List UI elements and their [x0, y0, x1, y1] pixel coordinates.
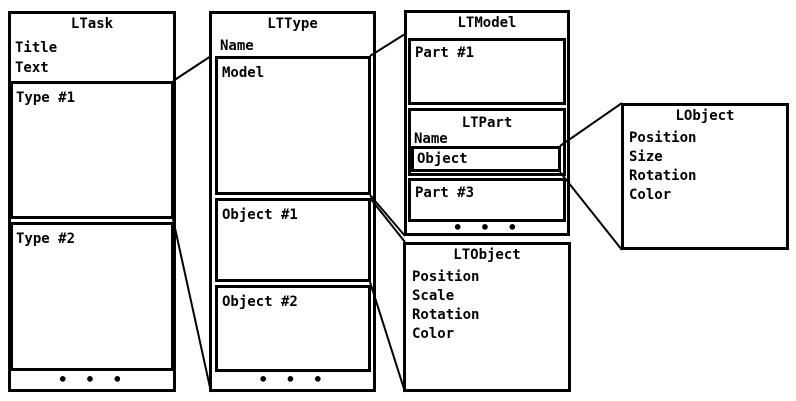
lttype-slot-object-2: Object #2 — [215, 285, 371, 372]
ltobject-title: LTObject — [453, 247, 521, 263]
lttype-more-dots: • • • — [258, 370, 327, 389]
slot-label: Object #1 — [222, 207, 298, 223]
slot-label: Object — [417, 151, 468, 167]
ltask-field-title: Title — [15, 40, 58, 56]
lttype-slot-model: Model — [215, 56, 371, 195]
ltobject-field-scale: Scale — [412, 288, 455, 304]
ltask-more-dots: • • • — [57, 370, 127, 389]
connector-type1-bottom — [172, 218, 212, 393]
ltmodel-slot-part-1: Part #1 — [408, 38, 566, 105]
lobject-field-color: Color — [629, 187, 672, 203]
lobject-field-size: Size — [629, 149, 663, 165]
connector-type1-top — [172, 55, 212, 82]
ltmodel-more-dots: • • • — [452, 218, 522, 237]
lobject-title: LObject — [675, 108, 735, 124]
ltmodel-slot-part-3: Part #3 — [408, 178, 566, 222]
slot-label: Type #1 — [16, 90, 76, 106]
ltask-field-text: Text — [15, 60, 49, 76]
lobject-field-rotation: Rotation — [629, 168, 697, 184]
ltpart-slot-object: Object — [411, 146, 561, 172]
lttype-slot-object-1: Object #1 — [215, 198, 371, 282]
slot-label: Object #2 — [222, 294, 298, 310]
ltpart-title: LTPart — [461, 115, 513, 131]
ltpart-field-name: Name — [414, 131, 448, 147]
lttype-field-name: Name — [220, 38, 254, 54]
lttype-title: LTType — [267, 16, 318, 32]
ltobject-field-rotation: Rotation — [412, 307, 480, 323]
slot-label: Part #1 — [415, 45, 475, 61]
ltask-slot-type-2: Type #2 — [10, 222, 174, 371]
ltask-slot-type-1: Type #1 — [10, 81, 174, 219]
ltobject-field-position: Position — [412, 269, 480, 285]
lobject-field-position: Position — [629, 130, 697, 146]
ltmodel-title: LTModel — [457, 15, 517, 31]
slot-label: Model — [222, 65, 265, 81]
ltobject-box: LTObject Position Scale Rotation Color — [403, 242, 571, 392]
slot-label: Type #2 — [16, 231, 76, 247]
ltask-title: LTask — [70, 16, 114, 32]
lobject-box: LObject Position Size Rotation Color — [621, 103, 789, 250]
ltobject-field-color: Color — [412, 326, 455, 342]
slot-label: Part #3 — [415, 185, 475, 201]
